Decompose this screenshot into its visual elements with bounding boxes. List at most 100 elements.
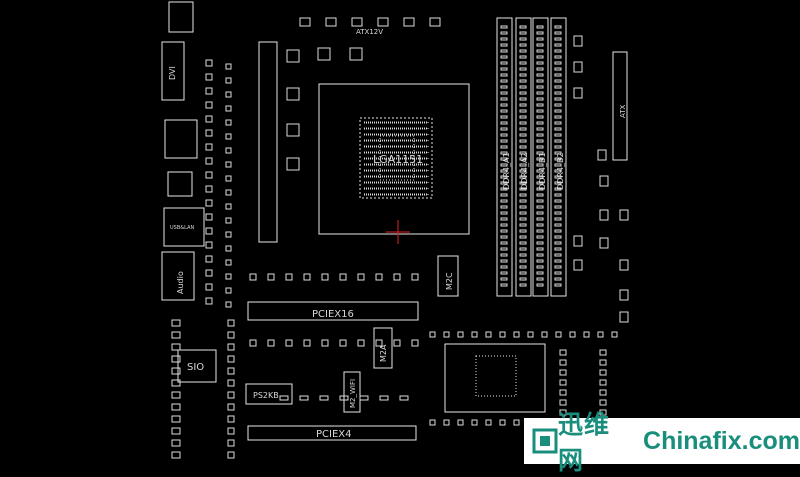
- footprint: [500, 79, 508, 83]
- footprint: [554, 211, 562, 215]
- atx-label: ATX: [619, 104, 627, 118]
- footprint: [225, 77, 232, 84]
- footprint: [227, 331, 235, 339]
- footprint: [205, 213, 213, 221]
- chinafix-logo-icon: [532, 428, 558, 454]
- board-canvas: LGA1151 DDR4_A1 DDR4_A2 DDR4_B1 DDR4_B2 …: [161, 1, 629, 459]
- footprint: [500, 133, 508, 137]
- footprint: [519, 247, 527, 251]
- footprint: [554, 127, 562, 131]
- footprint: [500, 175, 508, 179]
- footprint: [536, 133, 544, 137]
- footprint: [559, 409, 567, 416]
- footprint: [286, 123, 300, 137]
- footprint: [619, 209, 629, 221]
- footprint: [513, 331, 520, 338]
- footprint: [554, 67, 562, 71]
- footprint: [519, 115, 527, 119]
- footprint: [599, 209, 609, 221]
- footprint: [559, 369, 567, 376]
- footprint: [285, 339, 293, 347]
- sio-label: SIO: [187, 362, 204, 373]
- footprint: [227, 403, 235, 411]
- footprint: [500, 247, 508, 251]
- footprint: [205, 269, 213, 277]
- footprint: [363, 127, 429, 130]
- usb-lan-label: USB&LAN: [170, 225, 194, 231]
- footprint: [519, 49, 527, 53]
- footprint: [554, 61, 562, 65]
- footprint: [599, 399, 607, 406]
- footprint: [569, 331, 576, 338]
- footprint: [554, 175, 562, 179]
- footprint: [171, 379, 181, 387]
- footprint: [536, 223, 544, 227]
- footprint: [363, 139, 429, 142]
- footprint: [500, 85, 508, 89]
- footprint: [536, 109, 544, 113]
- footprint: [363, 181, 429, 184]
- footprint: [536, 157, 544, 161]
- footprint: [519, 73, 527, 77]
- footprint: [171, 367, 181, 375]
- footprint: [519, 127, 527, 131]
- footprint: [519, 43, 527, 47]
- footprint: [363, 187, 429, 190]
- component-footprints: [171, 17, 629, 459]
- footprint: [559, 379, 567, 386]
- footprint: [536, 277, 544, 281]
- footprint: [536, 241, 544, 245]
- footprint: [171, 403, 181, 411]
- footprint: [554, 199, 562, 203]
- footprint: [554, 121, 562, 125]
- footprint: [541, 331, 548, 338]
- footprint: [205, 73, 213, 81]
- atx-power-connector: [612, 51, 628, 161]
- footprint: [554, 103, 562, 107]
- footprint: [536, 217, 544, 221]
- footprint: [375, 273, 383, 281]
- footprint: [500, 235, 508, 239]
- dimm-slot-b1: [532, 17, 549, 297]
- footprint: [500, 229, 508, 233]
- footprint: [205, 297, 213, 305]
- footprint: [519, 79, 527, 83]
- footprint: [536, 235, 544, 239]
- footprint: [554, 79, 562, 83]
- footprint: [554, 277, 562, 281]
- footprint: [554, 271, 562, 275]
- footprint: [227, 355, 235, 363]
- footprint: [536, 73, 544, 77]
- footprint: [339, 273, 347, 281]
- footprint: [519, 283, 527, 287]
- footprint: [536, 145, 544, 149]
- footprint: [171, 391, 181, 399]
- pcie-x4-label: PCIEX4: [316, 429, 352, 440]
- footprint: [536, 211, 544, 215]
- footprint: [500, 49, 508, 53]
- footprint: [205, 129, 213, 137]
- footprint: [500, 169, 508, 173]
- footprint: [599, 349, 607, 356]
- footprint: [554, 163, 562, 167]
- footprint: [519, 61, 527, 65]
- footprint: [225, 273, 232, 280]
- usb-lan-connector: [163, 207, 205, 247]
- footprint: [536, 55, 544, 59]
- footprint: [279, 395, 289, 401]
- footprint: [225, 147, 232, 154]
- footprint: [554, 55, 562, 59]
- footprint: [554, 85, 562, 89]
- footprint: [536, 31, 544, 35]
- footprint: [554, 49, 562, 53]
- footprint: [500, 91, 508, 95]
- watermark-banner: 迅维网 Chinafix.com: [524, 410, 800, 475]
- footprint: [471, 331, 478, 338]
- footprint: [536, 163, 544, 167]
- footprint: [500, 31, 508, 35]
- m2-wifi-connector: [343, 371, 361, 413]
- footprint: [227, 319, 235, 327]
- footprint: [619, 311, 629, 323]
- footprint: [225, 287, 232, 294]
- footprint: [171, 415, 181, 423]
